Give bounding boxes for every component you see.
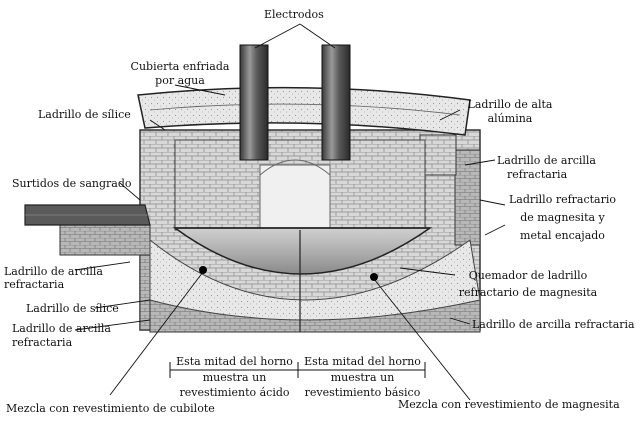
label-fireclay-right-2: refractaria	[507, 168, 568, 181]
label-high-alumina-2: alúmina	[487, 112, 533, 125]
label-fireclay-bottom-left-1: Ladrillo de arcilla	[12, 322, 111, 335]
label-acid-half-2: muestra un	[202, 371, 267, 384]
label-basic-half-1: Esta mitad del horno	[304, 355, 421, 368]
label-fireclay-bottom-left-2: refractaria	[12, 336, 73, 349]
label-fireclay-right-1: Ladrillo de arcilla	[497, 154, 596, 167]
magnesite-marker	[370, 273, 378, 281]
label-silica-brick-bottom: Ladrillo de sílice	[26, 302, 119, 315]
inner-chamber	[174, 139, 426, 231]
tapping-spout	[24, 204, 151, 226]
leader-lines	[74, 23, 506, 401]
label-fireclay-left-2: refractaria	[4, 278, 65, 291]
label-water-cooled-roof-1: Cubierta enfriada	[130, 60, 230, 73]
label-magnesite-cased-3: metal encajado	[520, 229, 605, 242]
label-burned-magnesite-1: Quemador de ladrillo	[468, 269, 588, 282]
label-ganister-mix: Mezcla con revestimiento de cubilote	[6, 402, 215, 415]
label-magnesite-cased-2: de magnesita y	[520, 211, 605, 224]
label-electrodes: Electrodos	[264, 8, 324, 21]
label-high-alumina-1: Ladrillo de alta	[467, 98, 553, 111]
water-cooled-roof	[137, 86, 471, 136]
label-tapping-spout: Surtidos de sangrado	[12, 177, 132, 190]
label-acid-half-1: Esta mitad del horno	[176, 355, 293, 368]
ganister-marker	[199, 266, 207, 274]
label-burned-magnesite-2: refractario de magnesita	[458, 286, 598, 299]
hearth-bowl	[149, 227, 481, 332]
label-basic-half-3: revestimiento básico	[304, 386, 421, 399]
label-water-cooled-roof-2: por agua	[155, 74, 205, 87]
label-fireclay-left-1: Ladrillo de arcilla	[4, 265, 103, 278]
label-basic-half-2: muestra un	[330, 371, 395, 384]
electrodes	[239, 44, 351, 161]
label-acid-half-3: revestimiento ácido	[179, 386, 290, 399]
halves-bracket	[169, 362, 426, 378]
label-magnesite-mix: Mezcla con revestimiento de magnesita	[398, 398, 620, 411]
label-magnesite-cased-1: Ladrillo refractario	[508, 193, 617, 206]
label-fireclay-bottom-right: Ladrillo de arcilla refractaria	[472, 318, 635, 331]
label-silica-brick-top: Ladrillo de sílice	[38, 108, 131, 121]
